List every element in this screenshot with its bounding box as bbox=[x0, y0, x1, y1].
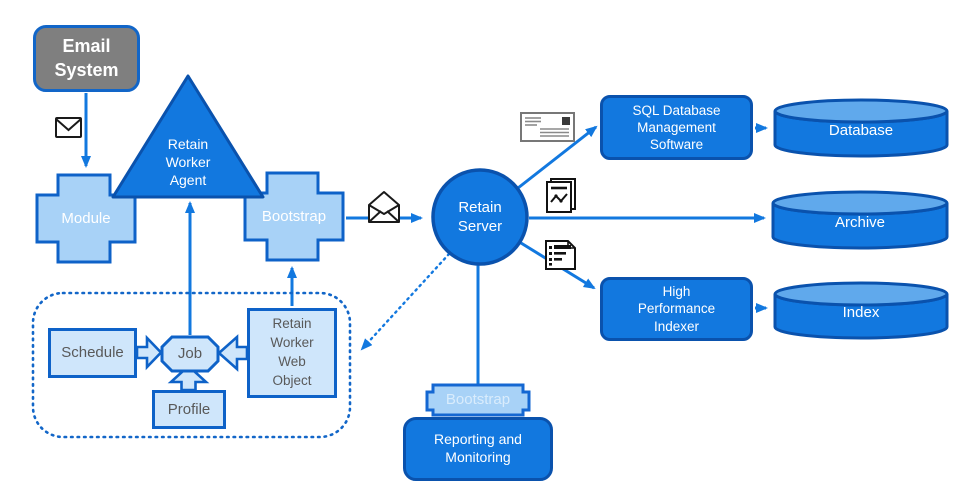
dotted-arrow-server-to-job-group bbox=[360, 252, 451, 351]
reporting-monitoring-node bbox=[403, 417, 553, 481]
open-envelope-icon bbox=[368, 191, 400, 223]
closed-envelope-icon bbox=[55, 117, 82, 138]
retain-worker-agent-triangle bbox=[111, 74, 265, 199]
addressed-letter-icon bbox=[520, 112, 575, 142]
block-arrow-schedule-to-job bbox=[135, 334, 163, 371]
block-arrow-webobject-to-job bbox=[217, 334, 249, 372]
archive-cylinder bbox=[771, 190, 949, 250]
email-system-node bbox=[33, 25, 140, 92]
retain-worker-web-object-node bbox=[247, 308, 337, 398]
block-arrow-profile-to-job bbox=[167, 364, 210, 392]
report-chart-pages-icon bbox=[546, 178, 576, 213]
arrow-server-to-sql bbox=[517, 125, 598, 190]
index-cylinder bbox=[773, 281, 949, 340]
sql-dbms-node bbox=[600, 95, 753, 160]
schedule-node bbox=[48, 328, 137, 378]
bootstrap-top-cross-shape bbox=[243, 171, 345, 262]
profile-node bbox=[152, 390, 226, 429]
job-group-dotted-border bbox=[31, 291, 352, 439]
list-document-icon bbox=[545, 240, 576, 270]
retain-server-circle bbox=[431, 168, 529, 266]
high-performance-indexer-node bbox=[600, 277, 753, 341]
bootstrap-bottom-shape bbox=[425, 383, 531, 417]
database-cylinder bbox=[773, 98, 949, 158]
job-octagon-shape bbox=[160, 335, 220, 373]
module-cross-shape bbox=[35, 173, 137, 264]
